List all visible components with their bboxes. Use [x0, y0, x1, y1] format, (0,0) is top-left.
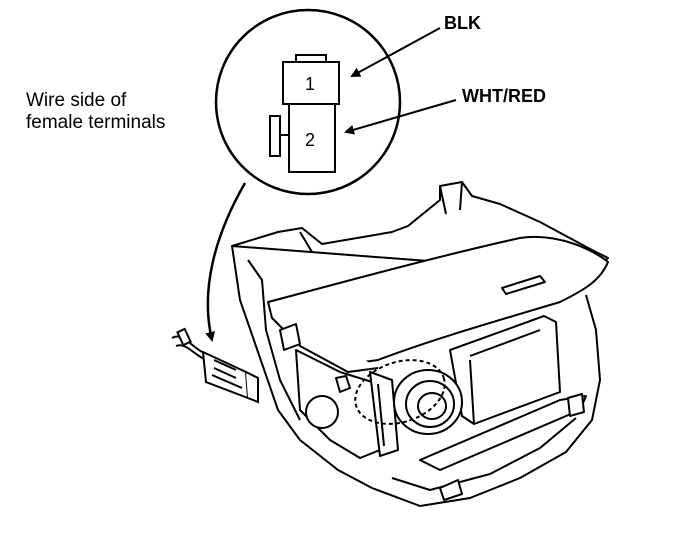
blk-wire-label: BLK [444, 13, 481, 33]
harness-connector [171, 327, 259, 404]
terminal-1-cavity [282, 54, 340, 105]
zoom-pointer-arrow [205, 182, 247, 342]
terminal-1-number: 1 [305, 74, 316, 94]
wire-side-caption: Wire side of female terminals [26, 90, 165, 134]
terminal-2-number: 2 [305, 130, 316, 150]
wire-side-caption-line2: female terminals [26, 112, 166, 133]
terminal-2-cavity [269, 103, 336, 173]
glove-box-assembly [231, 181, 609, 507]
wht-red-leader-arrow [344, 99, 457, 135]
blk-leader-arrow [350, 27, 441, 77]
connector-zoom-circle [214, 8, 402, 196]
wire-side-caption-line1: Wire side of [26, 90, 127, 111]
wht-red-wire-label: WHT/RED [462, 86, 546, 106]
connector-location-highlight [354, 359, 446, 425]
